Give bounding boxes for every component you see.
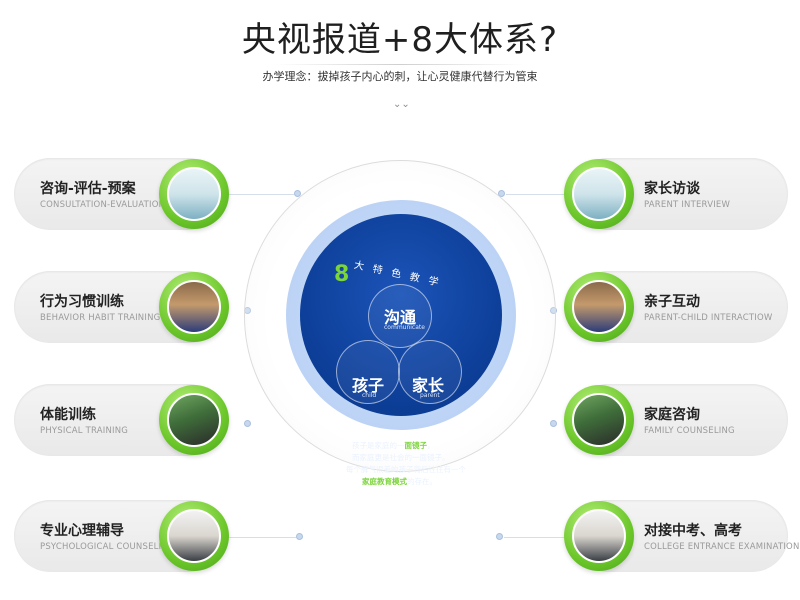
behavior-training-photo	[167, 280, 221, 334]
connector-dot	[550, 420, 557, 427]
connector-line	[506, 194, 572, 195]
feature-subtitle: FAMILY COUNSELING	[644, 426, 735, 436]
core-text-part: ，	[427, 441, 435, 450]
subtitle-divider	[275, 64, 525, 65]
exam-photo	[572, 509, 626, 563]
core-text-line-4: 家庭教育模式的存在。	[362, 476, 437, 487]
core-text-part: 孩子是家庭的一	[352, 441, 405, 450]
page-subtitle: 办学理念：拔掉孩子内心的刺，让心灵健康代替行为管束	[262, 70, 538, 83]
feature-college-entrance: 对接中考、高考 COLLEGE ENTRANCE EXAMINATION	[564, 500, 799, 572]
core-text-highlight: 家庭教育模式	[362, 477, 407, 486]
feature-badge	[564, 159, 634, 229]
feature-subtitle: PARENT-CHILD INTERACTIOW	[644, 313, 773, 323]
feature-subtitle: PARENT INTERVIEW	[644, 200, 731, 210]
family-counseling-photo	[572, 393, 626, 447]
feature-subtitle: BEHAVIOR HABIT TRAINING	[40, 313, 161, 323]
core-number: 8	[334, 262, 350, 287]
feature-title: 对接中考、高考	[644, 523, 742, 539]
feature-badge	[564, 272, 634, 342]
feature-badge	[159, 159, 229, 229]
connector-line	[224, 537, 296, 538]
core-text-line-1: 孩子是家庭的一面镜子，	[352, 440, 435, 451]
feature-title: 行为习惯训练	[40, 294, 124, 310]
core-text-line-3: 每个脾气很差的孩子背后往往有一个	[346, 465, 466, 474]
feature-physical-training: 体能训练 PHYSICAL TRAINING	[14, 384, 229, 456]
connector-dot	[496, 533, 503, 540]
parent-child-photo	[572, 280, 626, 334]
venn-label-parent: 家长	[412, 376, 445, 395]
core-text-part: 的存在。	[407, 477, 437, 486]
feature-psychological-counseling: 专业心理辅导 PSYCHOLOGICAL COUNSELI	[14, 500, 229, 572]
connector-dot	[244, 420, 251, 427]
connector-line	[224, 194, 294, 195]
feature-family-counseling: 家庭咨询 FAMILY COUNSELING	[564, 384, 788, 456]
parent-interview-photo	[572, 167, 626, 221]
feature-badge	[159, 272, 229, 342]
feature-behavior-training: 行为习惯训练 BEHAVIOR HABIT TRAINING	[14, 271, 229, 343]
feature-badge	[564, 385, 634, 455]
feature-title: 体能训练	[40, 407, 96, 423]
venn-sublabel-child: child	[362, 392, 377, 399]
core-text-highlight: 面镜子	[404, 441, 428, 450]
feature-subtitle: CONSULTATION-EVALUATION	[40, 200, 166, 210]
venn-label-child: 孩子	[352, 376, 385, 395]
feature-title: 咨询-评估-预案	[40, 181, 136, 197]
feature-subtitle: COLLEGE ENTRANCE EXAMINATION	[644, 542, 800, 552]
connector-dot	[498, 190, 505, 197]
physical-training-photo	[167, 393, 221, 447]
core-text-line-2: 而家庭更是社会的一面镜子。	[352, 453, 450, 462]
psychological-counseling-photo	[167, 509, 221, 563]
feature-badge	[159, 501, 229, 571]
venn-sublabel-parent: parent	[420, 392, 440, 399]
venn-sublabel-communicate: communicate	[384, 324, 425, 331]
feature-badge	[159, 385, 229, 455]
feature-parent-interview: 家长访谈 PARENT INTERVIEW	[564, 158, 788, 230]
consultation-photo	[167, 167, 221, 221]
feature-title: 专业心理辅导	[40, 523, 124, 539]
feature-title: 家庭咨询	[644, 407, 700, 423]
page-title: 央视报道+8大体系?	[241, 20, 559, 60]
feature-parent-child-interaction: 亲子互动 PARENT-CHILD INTERACTIOW	[564, 271, 788, 343]
feature-subtitle: PSYCHOLOGICAL COUNSELI	[40, 542, 162, 552]
venn-circle-communicate	[368, 284, 432, 348]
venn-label-communicate: 沟通	[384, 308, 417, 327]
chevron-down-double-icon: ⌄⌄	[393, 99, 410, 110]
connector-dot	[296, 533, 303, 540]
venn-circle-parent	[398, 340, 462, 404]
connector-dot	[294, 190, 301, 197]
feature-subtitle: PHYSICAL TRAINING	[40, 426, 129, 436]
feature-title: 家长访谈	[644, 181, 700, 197]
feature-badge	[564, 501, 634, 571]
feature-consultation: 咨询-评估-预案 CONSULTATION-EVALUATION	[14, 158, 229, 230]
feature-title: 亲子互动	[644, 294, 700, 310]
connector-line	[504, 537, 572, 538]
